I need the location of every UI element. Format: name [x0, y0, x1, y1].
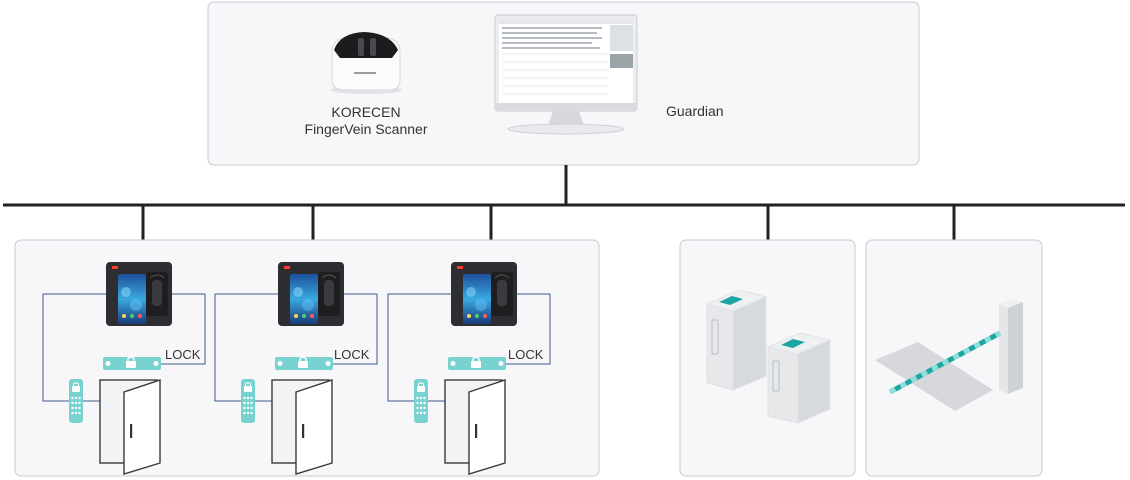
speed-gate-icon	[705, 289, 832, 424]
keypad-icon	[69, 379, 83, 423]
fingervein-terminal-icon	[106, 262, 172, 326]
software-label: Guardian	[666, 103, 724, 119]
door-unit	[42, 262, 206, 475]
wiring	[42, 293, 206, 402]
scanner-label: KORECEN FingerVein Scanner	[286, 104, 446, 138]
scanner-brand: KORECEN	[331, 104, 401, 120]
network-lines	[3, 165, 1125, 242]
door-icon	[99, 379, 161, 475]
fingervein-scanner-icon	[330, 32, 402, 94]
monitor-icon	[494, 14, 638, 135]
lock-label-1: LOCK	[165, 347, 201, 362]
lock-label-3: LOCK	[508, 347, 544, 362]
scanner-name: FingerVein Scanner	[304, 121, 428, 137]
electric-lock-icon	[103, 356, 161, 370]
lock-label-2: LOCK	[334, 347, 370, 362]
turnstile-bar-icon	[875, 298, 1023, 411]
